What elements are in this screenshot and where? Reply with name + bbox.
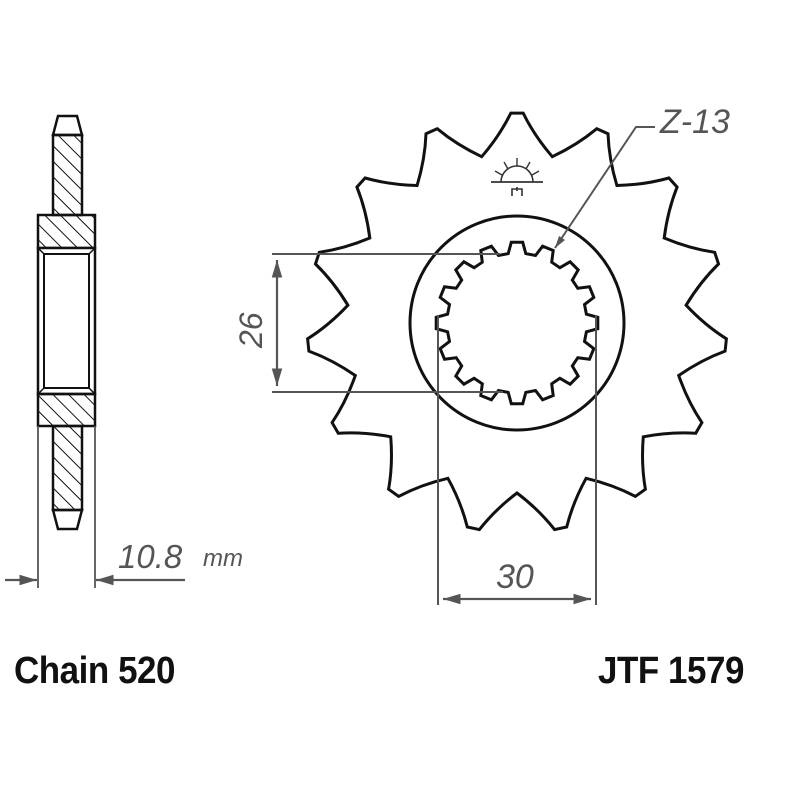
side-bottom-tooth-tip <box>51 508 84 531</box>
side-bore <box>36 246 97 396</box>
hub-circle <box>408 214 626 432</box>
spline-bore-outline <box>434 240 600 406</box>
thickness-dimension-value: 10.8 <box>118 538 183 575</box>
sprocket-outline <box>306 111 728 532</box>
part-number-label: JTF 1579 <box>598 650 744 692</box>
thickness-dimension-unit: mm <box>203 545 243 572</box>
spline-width-dimension: 30 <box>496 558 534 596</box>
chain-size-label: Chain 520 <box>14 650 176 692</box>
side-top-tooth-hatch <box>51 133 84 217</box>
side-bottom-hub-hatch <box>36 392 97 428</box>
tooth-count-leader <box>554 126 655 249</box>
side-bottom-tooth-hatch <box>51 424 84 512</box>
spline-height-dimension: 26 <box>233 312 269 349</box>
jt-logo-icon <box>491 158 543 196</box>
tooth-count-label: Z-13 <box>659 103 730 141</box>
side-top-tooth-tip <box>51 114 84 137</box>
side-section-view: 10.8 mm <box>5 114 243 588</box>
front-view: Z-13 26 30 <box>233 103 730 605</box>
side-top-hub-hatch <box>36 213 97 250</box>
